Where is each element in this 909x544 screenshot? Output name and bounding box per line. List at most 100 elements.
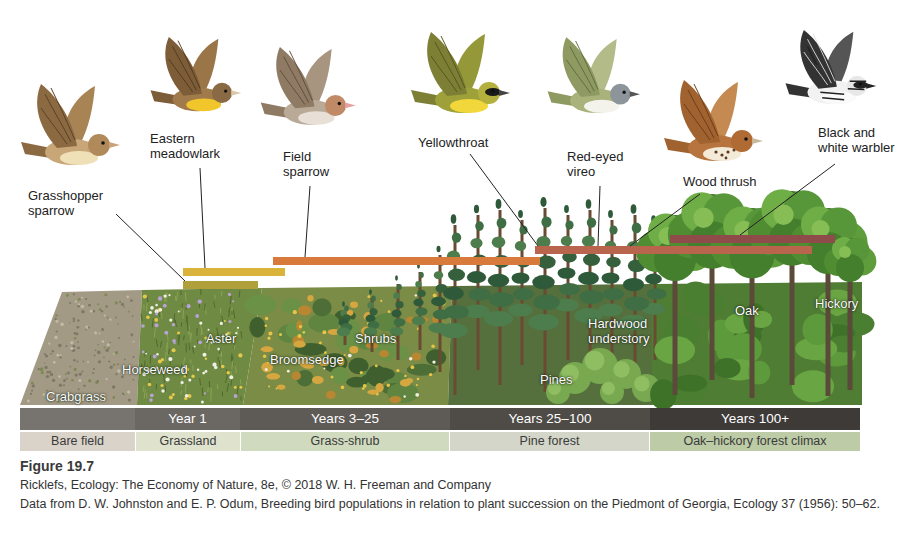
time-band-blank	[20, 408, 135, 430]
flower	[429, 373, 432, 376]
soil-texture	[71, 379, 74, 382]
grass-blade	[160, 341, 161, 347]
flower	[265, 368, 268, 371]
flower	[172, 348, 176, 352]
plant-name: Crabgrass	[46, 389, 106, 404]
flower	[208, 329, 210, 331]
black-and-white-warbler-figure	[786, 30, 877, 104]
pine-foliage	[434, 271, 443, 279]
pine-foliage	[587, 217, 596, 227]
soil-texture	[44, 366, 47, 369]
flower	[168, 357, 172, 361]
flower	[166, 377, 170, 381]
pine-foliage	[559, 283, 580, 295]
leader-lines	[116, 154, 835, 281]
pine-foliage	[371, 296, 376, 302]
understory-tree	[585, 351, 605, 371]
pine-foliage	[431, 297, 446, 306]
pine-foliage	[623, 278, 644, 291]
leader-line	[470, 154, 538, 246]
soil-texture	[117, 369, 120, 372]
pine-foliage	[541, 216, 551, 227]
pine-foliage	[395, 275, 398, 281]
forest-undergrowth	[714, 358, 741, 378]
flower	[433, 294, 437, 298]
soil-texture	[131, 334, 133, 336]
grass-blade	[201, 327, 202, 335]
grass-blade	[154, 328, 156, 337]
grass-blade	[228, 311, 230, 317]
flower	[416, 384, 418, 386]
bird-range-bars	[183, 235, 835, 289]
grass-blade	[241, 331, 242, 338]
flower	[154, 318, 158, 322]
flower	[172, 393, 175, 396]
flower	[163, 294, 166, 297]
flower	[158, 296, 162, 300]
soil-texture	[54, 336, 57, 339]
shrub	[394, 346, 409, 361]
pine-foliage	[603, 288, 624, 300]
flower	[155, 313, 158, 316]
flower	[145, 353, 147, 355]
soil-texture	[92, 372, 94, 374]
leader-line	[200, 168, 205, 268]
flower	[172, 323, 175, 326]
band-text: Grassland	[160, 435, 217, 449]
soil-texture	[47, 371, 50, 374]
soil-texture	[96, 380, 99, 383]
flower	[229, 320, 232, 323]
grass-blade	[190, 359, 191, 363]
grass-blade	[192, 365, 193, 371]
flower	[263, 355, 266, 358]
broomsedge	[400, 379, 411, 387]
eastern-meadowlark-figure	[151, 37, 242, 111]
grass-blade	[211, 388, 212, 395]
forest-undergrowth	[673, 375, 707, 392]
soil-texture	[109, 319, 111, 321]
grass-blade	[143, 305, 144, 310]
grass-blade	[202, 388, 204, 396]
pine-foliage	[632, 223, 642, 234]
soil-texture	[31, 381, 34, 384]
flower	[360, 371, 363, 374]
flower	[234, 386, 237, 389]
flower	[177, 331, 180, 334]
plant-name: Hardwood understory	[588, 316, 660, 347]
grass-blade	[218, 357, 219, 361]
soil-texture	[50, 373, 53, 376]
broomsedge	[277, 385, 286, 390]
flower	[160, 384, 163, 387]
soil-texture	[44, 362, 45, 363]
soil-texture	[60, 322, 64, 326]
flower	[348, 354, 352, 358]
flower	[143, 294, 147, 298]
pine-foliage	[488, 274, 509, 288]
grass-blade	[197, 339, 198, 343]
soil-texture	[113, 353, 115, 355]
soil-texture	[39, 368, 42, 371]
pine-foliage	[392, 310, 402, 318]
flower	[172, 339, 176, 343]
soil-texture	[77, 341, 79, 343]
soil-texture	[97, 344, 98, 345]
flower	[432, 360, 435, 363]
pine-foliage	[415, 281, 421, 288]
range-bar	[670, 235, 835, 243]
pine-foliage	[537, 256, 555, 269]
pine-foliage	[583, 254, 600, 266]
grass-blade	[196, 328, 197, 336]
time-band-segment: Years 100+	[650, 408, 860, 430]
grass-blade	[149, 379, 150, 383]
grass-blade	[186, 317, 187, 322]
pine-foliage	[518, 210, 523, 218]
soil-texture	[82, 371, 84, 373]
flower	[415, 294, 417, 296]
soil-texture	[112, 396, 115, 399]
stage-band-segment: Bare field	[20, 432, 135, 451]
flower	[341, 386, 345, 390]
soil-texture	[115, 351, 118, 354]
flower	[174, 342, 176, 344]
grass-blade	[222, 392, 223, 397]
soil-texture	[90, 310, 93, 313]
